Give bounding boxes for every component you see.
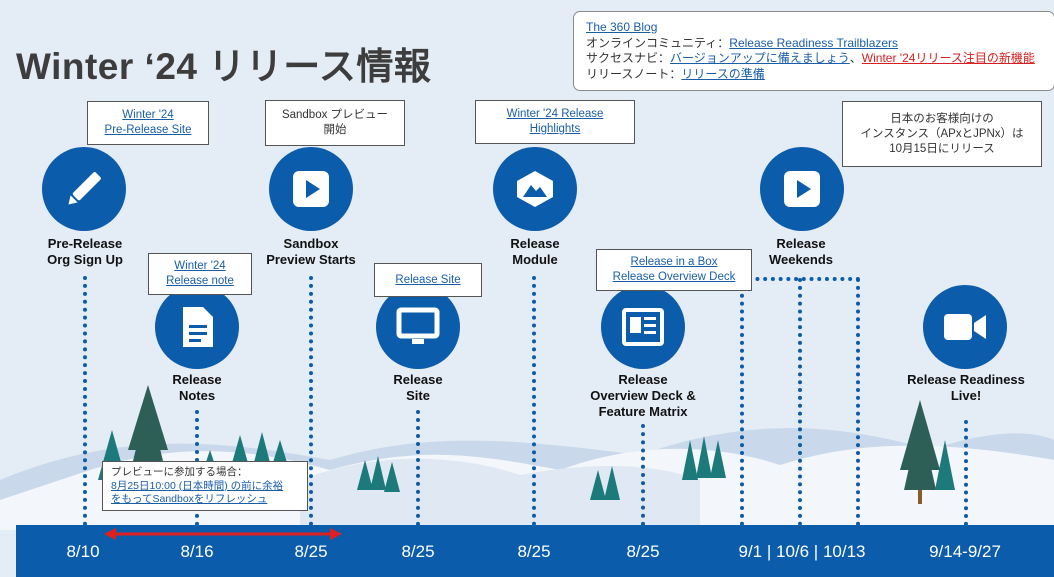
notes-callout[interactable]: Winter '24 Release note — [148, 253, 252, 295]
module-callout[interactable]: Winter '24 Release Highlights — [475, 100, 635, 144]
live-circle — [923, 285, 1007, 369]
play-icon — [293, 171, 329, 207]
site-callout-line1[interactable]: Release Site — [395, 273, 461, 286]
date-label: 8/25 — [626, 542, 660, 561]
module-circle — [493, 147, 577, 231]
date-label: 8/16 — [180, 542, 214, 561]
notes-callout-line1[interactable]: Winter '24 — [174, 260, 226, 272]
connector-weekend-1 — [740, 278, 744, 526]
date-label: 9/14-9/27 — [929, 542, 1001, 561]
navi-link[interactable]: バージョンアップに備えましょう — [670, 51, 850, 65]
connector-module — [532, 276, 536, 526]
overview-callout[interactable]: Release in a Box Release Overview Deck — [596, 249, 752, 291]
trailhead-icon — [517, 171, 553, 207]
site-circle — [376, 285, 460, 369]
video-camera-icon — [944, 314, 986, 340]
navi-link-new-features[interactable]: Winter '24リリース注目の新機能 — [861, 51, 1035, 65]
connector-weekends-horizontal — [740, 277, 860, 281]
connector-weekend-3 — [856, 278, 860, 526]
play-icon — [784, 171, 820, 207]
document-icon — [183, 307, 213, 347]
resource-links-box: The 360 Blog オンラインコミュニティ：Release Readine… — [573, 11, 1054, 91]
note-line-2[interactable]: 8月25日10:00 (日本時間) の前に余裕 — [111, 479, 284, 492]
navi-prefix: サクセスナビ： — [586, 51, 671, 65]
connector-prerelease — [83, 276, 87, 526]
connector-sandbox — [309, 276, 313, 526]
prerelease-callout-line2[interactable]: Pre-Release Site — [104, 124, 192, 136]
connector-live — [964, 420, 968, 526]
sandbox-circle — [269, 147, 353, 231]
date-label: 8/10 — [66, 542, 100, 561]
date-label: 8/25 — [294, 542, 328, 561]
community-prefix: オンラインコミュニティ： — [586, 35, 730, 50]
connector-site — [416, 410, 420, 526]
page-title: Winter ‘24 リリース情報 — [16, 46, 432, 87]
date-label: 9/1 | 10/6 | 10/13 — [738, 542, 866, 561]
monitor-icon — [396, 307, 440, 344]
date-label: 8/25 — [517, 542, 551, 561]
connector-overview — [641, 424, 645, 526]
tree-cluster-right — [682, 400, 955, 504]
deck-icon — [622, 308, 664, 346]
pencil-icon — [68, 172, 101, 205]
date-label: 8/25 — [401, 542, 435, 561]
note-line-3[interactable]: をもってSandboxをリフレッシュ — [111, 493, 268, 505]
overview-callout-line1[interactable]: Release in a Box — [630, 256, 718, 268]
sandbox-callout: Sandbox プレビュー開始 — [265, 100, 405, 146]
prerelease-callout[interactable]: Winter '24 Pre-Release Site — [87, 101, 209, 145]
overview-callout-line2[interactable]: Release Overview Deck — [612, 271, 736, 283]
connector-weekend-2 — [798, 278, 802, 526]
note-line-1: プレビューに参加する場合： — [111, 466, 248, 478]
module-callout-line1[interactable]: Winter '24 Release — [506, 108, 604, 120]
tree-cluster-middle — [357, 456, 620, 500]
prerelease-circle — [42, 147, 126, 231]
module-callout-line2[interactable]: Highlights — [529, 123, 581, 135]
notes-circle — [155, 285, 239, 369]
notes-callout-line2[interactable]: Release note — [166, 275, 234, 287]
community-link[interactable]: Release Readiness Trailblazers — [729, 35, 899, 50]
overview-circle — [601, 285, 685, 369]
weekends-circle — [760, 147, 844, 231]
prerelease-callout-line1[interactable]: Winter '24 — [122, 109, 174, 121]
navi-separator: 、 — [849, 51, 862, 65]
sandbox-preview-note: プレビューに参加する場合： 8月25日10:00 (日本時間) の前に余裕 をも… — [102, 461, 308, 511]
site-callout[interactable]: Release Site — [374, 263, 482, 297]
blog-link[interactable]: The 360 Blog — [586, 20, 658, 34]
notes-link[interactable]: リリースの準備 — [681, 66, 765, 81]
notes-prefix: リリースノート： — [586, 66, 682, 81]
